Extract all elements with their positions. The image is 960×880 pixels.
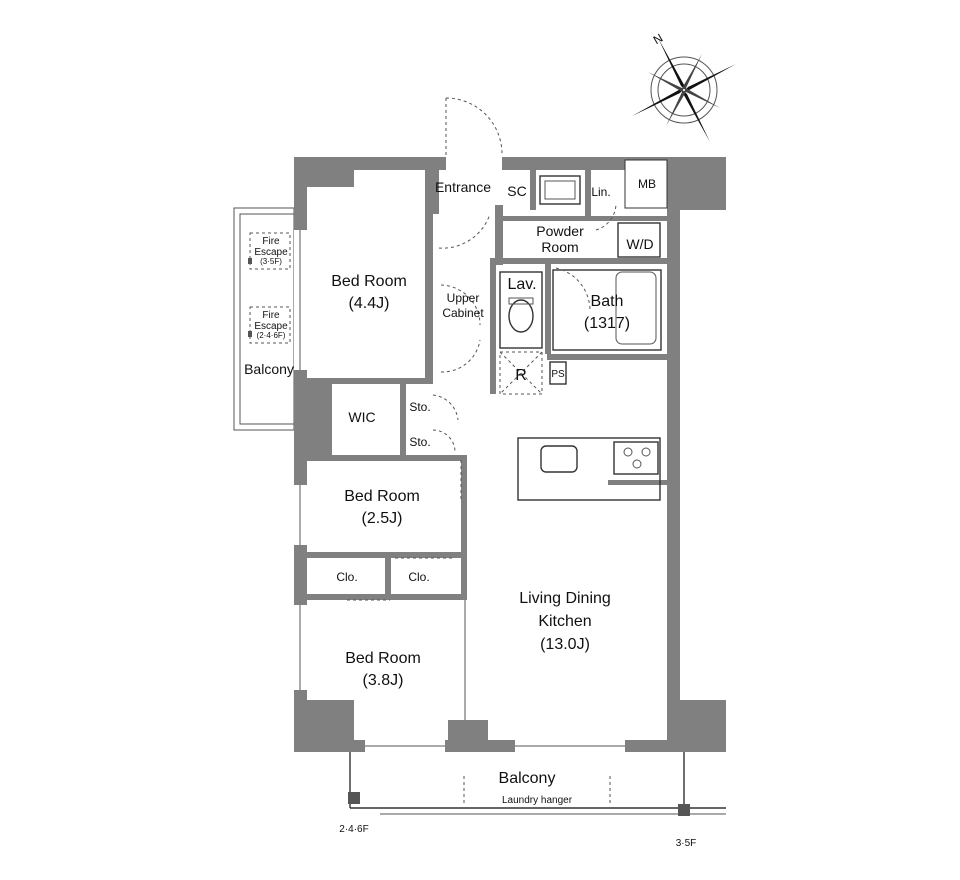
sc-label: SC [507, 183, 526, 199]
ps-label: PS [551, 369, 565, 380]
ldk-line-2: Kitchen [538, 613, 591, 630]
bath-size: (1317) [584, 315, 630, 332]
bed-room-1-size: (4.4J) [349, 295, 390, 312]
upper-cabinet-line-2: Cabinet [442, 306, 484, 320]
bottom-balcony: Balcony Laundry hanger 2·4·6F 3·5F [339, 752, 726, 849]
bed-room-1-name: Bed Room [331, 273, 407, 290]
fixtures [499, 175, 662, 501]
sto-1-label: Sto. [409, 400, 430, 414]
r-label: R [515, 367, 527, 384]
wd-label: W/D [626, 236, 653, 252]
ldk-size: (13.0J) [540, 636, 590, 653]
svg-text:Fire: Fire [262, 236, 280, 247]
wic-label: WIC [348, 409, 375, 425]
svg-text:(2·4·6F): (2·4·6F) [257, 331, 286, 340]
powder-room-line-1: Powder [536, 223, 584, 239]
mb-label: MB [638, 177, 656, 191]
svg-text:Escape: Escape [254, 321, 288, 332]
svg-text:Fire: Fire [262, 310, 280, 321]
clo-2-label: Clo. [408, 570, 429, 584]
bed-room-2-size: (2.5J) [362, 510, 403, 527]
room-labels: Bed Room (4.4J) Bed Room (2.5J) Bed Room… [331, 177, 656, 689]
side-balcony: Fire Escape (3·5F) Fire Escape (2·4·6F) … [233, 207, 295, 431]
interior-walls [307, 170, 667, 600]
powder-room-line-2: Room [541, 239, 578, 255]
clo-1-label: Clo. [336, 570, 357, 584]
bed-room-3-size: (3.8J) [363, 672, 404, 689]
laundry-hanger-label: Laundry hanger [502, 795, 573, 806]
ldk-line-1: Living Dining [519, 590, 611, 607]
sto-2-label: Sto. [409, 435, 430, 449]
entrance-label: Entrance [435, 179, 491, 195]
bath-name: Bath [591, 293, 624, 310]
outer-walls [294, 157, 726, 752]
lin-label: Lin. [591, 185, 610, 199]
compass-north-label: N [651, 31, 666, 47]
bottom-balcony-label: Balcony [499, 770, 556, 787]
bed-room-2-name: Bed Room [344, 488, 420, 505]
left-floors-label: 2·4·6F [339, 824, 368, 835]
side-balcony-label: Balcony [244, 361, 294, 377]
svg-text:Escape: Escape [254, 247, 288, 258]
bed-room-3-name: Bed Room [345, 650, 421, 667]
doors [347, 97, 617, 720]
upper-cabinet-line-1: Upper [447, 291, 480, 305]
svg-text:(3·5F): (3·5F) [260, 257, 282, 266]
lav-label: Lav. [507, 276, 536, 293]
right-floors-label: 3·5F [676, 838, 697, 849]
compass-rose-icon: N [632, 31, 736, 142]
